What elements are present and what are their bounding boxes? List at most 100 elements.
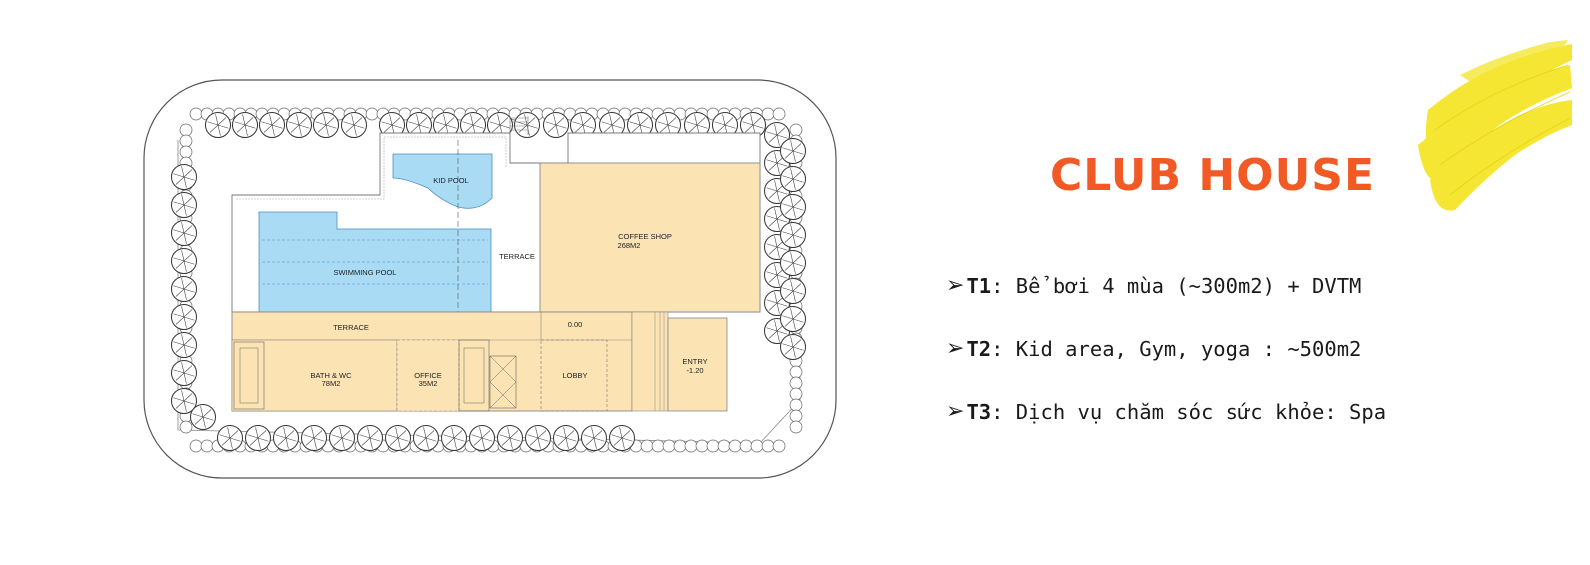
tree-icon [406,112,432,138]
office-area: 35M2 [419,379,438,388]
trees [171,112,806,451]
hedge-shrub [772,439,786,453]
tree-icon [357,425,383,451]
hedge-shrub [189,107,203,121]
tree-icon [497,425,523,451]
hedge-shrub [750,439,764,453]
floor-list: ➢ T1 : Bể bơi 4 mùa (~300m2) + DVTM ➢ T2… [946,254,1386,443]
tree-icon [190,404,216,430]
entry-level: -1.20 [686,366,703,375]
tree-icon [514,112,540,138]
tree-icon [413,425,439,451]
office [396,339,460,412]
tree-icon [217,425,243,451]
tree-icon [780,306,806,332]
tree-icon [273,425,299,451]
floor-label: T2 [966,336,992,361]
tree-icon [609,425,635,451]
hedge-shrub [179,134,193,148]
floor-item-t1: ➢ T1 : Bể bơi 4 mùa (~300m2) + DVTM [946,254,1386,317]
tree-icon [780,250,806,276]
hedge-shrub [684,439,698,453]
hedge-shrub [789,365,803,379]
hedge-shrub [789,123,803,137]
tree-icon [171,192,197,218]
hedge-shrub [179,145,193,159]
floor-item-t2: ➢ T2 : Kid area, Gym, yoga : ~500m2 [946,317,1386,380]
hedge-shrub [728,439,742,453]
tree-icon [441,425,467,451]
tree-icon [525,425,551,451]
plaza-outline-inner [236,136,507,200]
lobby [540,339,608,412]
swimming-pool-label: SWIMMING POOL [334,268,397,277]
floor-description: : Bể bơi 4 mùa (~300m2) + DVTM [991,273,1362,298]
tree-icon [232,112,258,138]
tree-icon [740,112,766,138]
hedge-shrub [695,439,709,453]
hedge-shrub [189,439,203,453]
terrace-lower-label: TERRACE [333,323,369,332]
tree-icon [780,278,806,304]
bath-wc [231,339,398,412]
hedge-shrub [673,439,687,453]
hedge-shrub [717,439,731,453]
tree-icon [543,112,569,138]
site-boundary [143,79,837,479]
floor-description: : Dịch vụ chăm sóc sức khỏe: Spa [991,399,1387,424]
tree-icon [341,112,367,138]
tree-icon [780,138,806,164]
arrow-bullet-icon: ➢ [946,273,965,298]
coffee-shop [539,162,761,313]
yellow-brush-stroke [1418,40,1572,211]
hedge-shrub [640,439,654,453]
tree-icon [171,304,197,330]
floor-label: T1 [966,273,992,298]
site-plan: KID POOL SWIMMING POOL TERRACE COFFEE SH… [143,79,837,479]
kid-pool-label: KID POOL [433,176,468,185]
tree-icon [205,112,231,138]
stairs [509,116,529,135]
tree-icon [171,388,197,414]
arrow-bullet-icon: ➢ [946,399,965,424]
bath-wc-label: BATH & WC [310,371,352,380]
floor-label: T3 [966,399,992,424]
hedge-shrub [789,387,803,401]
hedge-shrub [789,376,803,390]
tree-icon [171,276,197,302]
tree-icon [553,425,579,451]
tree-icon [171,220,197,246]
tree-icon [385,425,411,451]
hedge-shrub [179,420,193,434]
arrow-bullet-icon: ➢ [946,336,965,361]
tree-icon [245,425,271,451]
tree-icon [286,112,312,138]
tree-icon [780,222,806,248]
tree-icon [171,248,197,274]
hedge-shrub [365,107,379,121]
hedge-shrub [789,409,803,423]
tree-icon [764,122,790,148]
tree-icon [712,112,738,138]
tree-icon [780,166,806,192]
terrace-upper-label: TERRACE [499,252,535,261]
tree-icon [581,425,607,451]
page-title: CLUB HOUSE [1050,150,1376,201]
tree-icon [171,332,197,358]
hedge-shrub [789,420,803,434]
hedge-shrub [739,439,753,453]
tree-icon [329,425,355,451]
coffee-shop-label: COFFEE SHOP [618,232,672,241]
hedge-shrub [200,439,214,453]
tree-icon [684,112,710,138]
hedge-shrub [706,439,720,453]
hedge-shrub [651,439,665,453]
tree-icon [487,112,513,138]
tree-icon [469,425,495,451]
coffee-shop-area: 268M2 [618,241,641,250]
hedge-shrub [179,123,193,137]
bath-wc-area: 78M2 [322,379,341,388]
tree-icon [259,112,285,138]
tree-icon [171,360,197,386]
tree-icon [171,164,197,190]
